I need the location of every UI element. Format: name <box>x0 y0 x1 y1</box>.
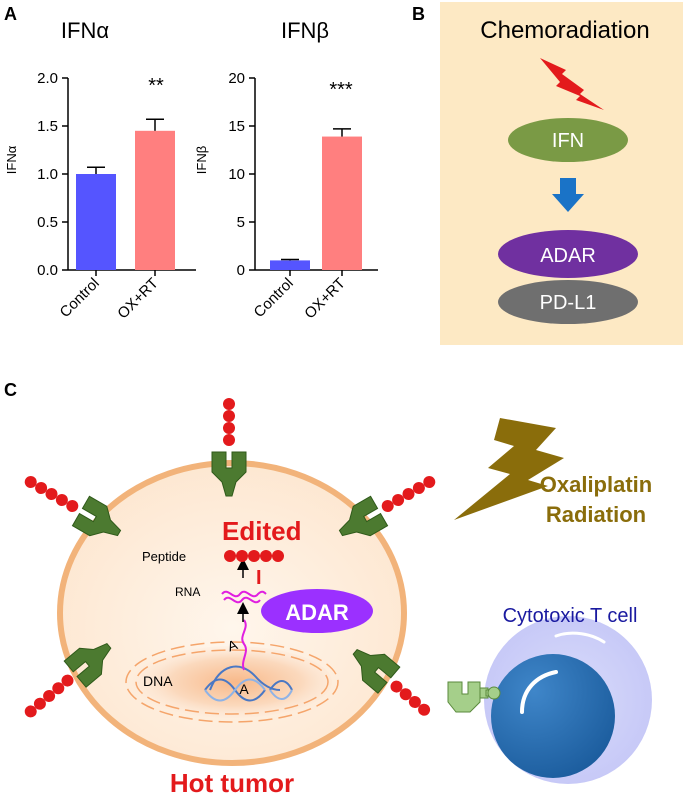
rna-label: RNA <box>175 585 200 599</box>
y-tick-label: 0.5 <box>37 214 58 231</box>
dna-label: DNA <box>143 673 173 689</box>
t-cell-highlight-outer <box>554 631 606 644</box>
rna-strand <box>221 590 267 598</box>
chart-title: IFNα <box>61 18 109 43</box>
x-tick-label: OX+RT <box>114 275 161 322</box>
x-tick-label: Control <box>57 275 103 321</box>
significance-label: ** <box>148 75 164 97</box>
tcr-receptor <box>447 681 501 713</box>
y-axis-label: IFNβ <box>194 146 209 174</box>
x-tick-label: OX+RT <box>301 275 348 322</box>
bar-ox-rt <box>322 136 362 270</box>
y-tick-label: 1.0 <box>37 166 58 183</box>
mhc-top <box>211 398 247 497</box>
inosine-label: I <box>256 567 262 589</box>
edited-label: Edited <box>222 516 301 546</box>
adar-label: ADAR <box>540 245 596 267</box>
y-tick-label: 20 <box>228 70 245 87</box>
adenosine-bottom-label: A <box>239 681 249 697</box>
y-tick-label: 0 <box>237 262 245 279</box>
ifn-ellipse <box>508 118 628 162</box>
peptide-label: Peptide <box>142 549 186 564</box>
mhc-upper-left <box>24 476 122 537</box>
nascent-rna <box>241 619 247 671</box>
lightning-icon <box>540 58 604 110</box>
down-arrow-icon <box>552 178 584 212</box>
panel-label-c: C <box>4 380 17 400</box>
y-tick-label: 2.0 <box>37 70 58 87</box>
chemoradiation-title: Chemoradiation <box>480 17 649 44</box>
y-axis-label: IFNα <box>4 145 19 174</box>
panel-label-a: A <box>4 4 17 24</box>
pdl1-label: PD-L1 <box>540 292 597 314</box>
y-tick-label: 10 <box>228 166 245 183</box>
bar-control <box>76 174 116 270</box>
hot-tumor-label: Hot tumor <box>170 768 294 798</box>
bar-control <box>270 260 310 270</box>
dna-helix <box>204 665 293 702</box>
t-cell-label: Cytotoxic T cell <box>503 605 638 627</box>
significance-label: *** <box>329 79 353 101</box>
adar-enzyme-label: ADAR <box>285 600 349 625</box>
panel-label-b: B <box>412 4 425 24</box>
nucleus <box>125 641 339 723</box>
mhc-lower-left <box>24 642 112 718</box>
treatment-lightning-icon <box>454 418 564 520</box>
edited-peptide <box>224 550 284 562</box>
y-tick-label: 0.0 <box>37 262 58 279</box>
adar-ellipse <box>498 230 638 278</box>
t-cell-highlight <box>520 670 558 714</box>
y-tick-label: 1.5 <box>37 118 58 135</box>
mhc-lower-right <box>352 648 431 716</box>
adar-enzyme <box>261 589 373 633</box>
t-cell-nucleus <box>491 654 615 778</box>
y-tick-label: 5 <box>237 214 245 231</box>
x-tick-label: Control <box>251 275 297 321</box>
mhc-upper-right <box>338 476 436 537</box>
bar-ox-rt <box>135 130 175 270</box>
y-tick-label: 15 <box>228 118 245 135</box>
pdl1-ellipse <box>498 280 638 324</box>
treatment-line1: Oxaliplatin <box>540 472 652 497</box>
chart-title: IFNβ <box>281 18 329 43</box>
treatment-line2: Radiation <box>546 502 646 527</box>
ifn-label: IFN <box>552 130 584 152</box>
